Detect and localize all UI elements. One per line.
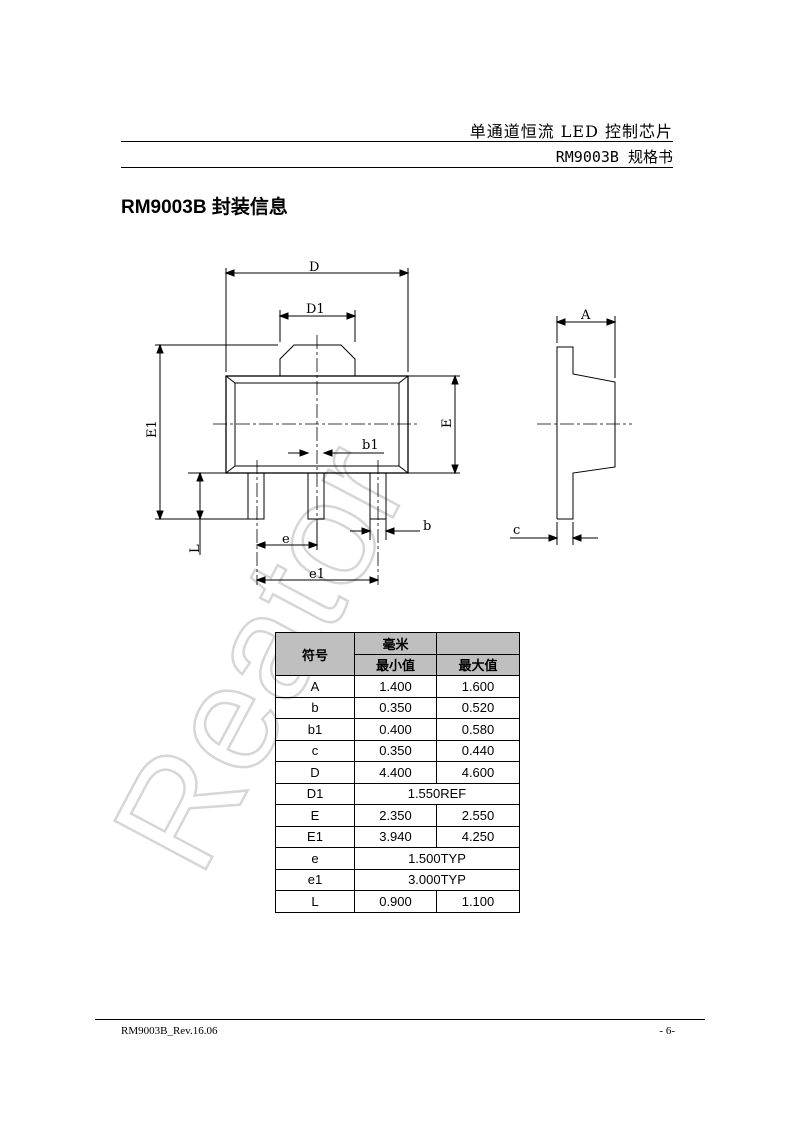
footer-rule [95,1019,705,1020]
cell-symbol: L [275,890,355,913]
section-title: RM9003B 封装信息 [121,197,288,218]
package-drawing: D D1 E1 E b1 L b e e1 A c [145,260,632,585]
cell-symbol: E [275,804,355,827]
cell-symbol: D1 [275,782,355,805]
label-E1: E1 [145,420,160,438]
cell-max: 4.250 [436,825,520,848]
cell-span: 1.500TYP [354,847,520,870]
cell-max: 0.580 [436,718,520,741]
cell-min: 1.400 [354,675,437,698]
package-tab [279,344,356,376]
cell-min: 0.900 [354,890,437,913]
lead-left [247,472,265,520]
header-max: 最大值 [436,653,520,676]
cell-symbol: D [275,761,355,784]
header-subtitle: RM9003B 规格书 [555,148,673,166]
header-rule-2 [121,167,673,168]
cell-symbol: E1 [275,825,355,848]
cell-max: 1.600 [436,675,520,698]
label-e1: e1 [309,567,325,582]
header-min: 最小值 [354,653,437,676]
cell-symbol: b [275,696,355,719]
cell-max: 0.440 [436,739,520,762]
cell-max: 4.600 [436,761,520,784]
cell-max: 2.550 [436,804,520,827]
cell-span: 3.000TYP [354,868,520,891]
cell-min: 4.400 [354,761,437,784]
side-view [556,346,616,520]
cell-symbol: e [275,847,355,870]
cell-min: 2.350 [354,804,437,827]
footer-page-number: - 6- [659,1025,675,1037]
label-L: L [188,544,203,553]
header-title: 单通道恒流 LED 控制芯片 [469,122,673,141]
footer-doc-id: RM9003B_Rev.16.06 [121,1025,218,1037]
cell-symbol: b1 [275,718,355,741]
cell-symbol: A [275,675,355,698]
cell-min: 3.940 [354,825,437,848]
label-b1: b1 [362,438,379,453]
label-c: c [513,523,520,538]
cell-symbol: c [275,739,355,762]
cell-max: 0.520 [436,696,520,719]
header-rule [121,141,673,142]
cell-min: 0.400 [354,718,437,741]
cell-max: 1.100 [436,890,520,913]
cell-span: 1.550REF [354,782,520,805]
label-b: b [423,519,431,534]
label-D1: D1 [306,302,325,317]
label-A: A [580,308,591,323]
cell-symbol: e1 [275,868,355,891]
header-symbol: 符号 [275,632,355,676]
cell-min: 0.350 [354,696,437,719]
cell-min: 0.350 [354,739,437,762]
header-mm: 毫米 [354,632,437,655]
label-E: E [440,419,455,429]
lead-center [307,472,325,520]
header-blank [436,632,520,655]
label-e: e [282,532,290,547]
label-D: D [309,260,319,275]
